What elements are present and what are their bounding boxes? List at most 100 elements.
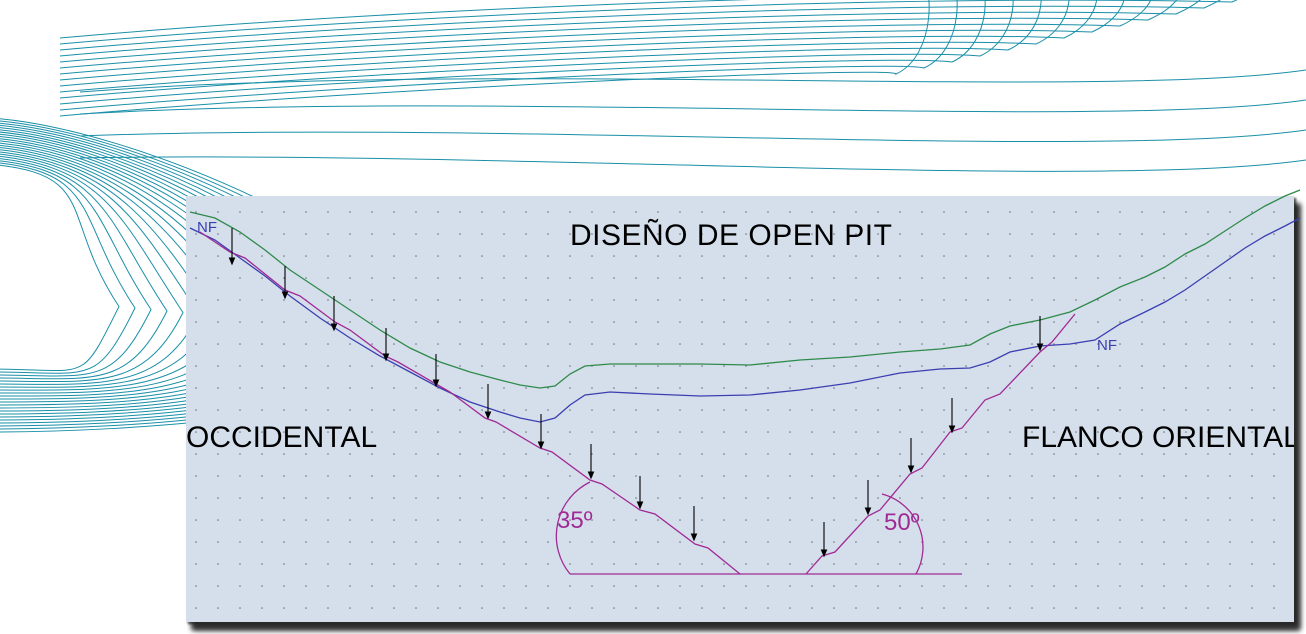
grid-dot [943,211,945,213]
grid-dot [701,563,703,565]
grid-dot [195,541,197,543]
contour-line [59,0,1098,81]
grid-dot [239,519,241,521]
grid-dot [393,563,395,565]
grid-dot [195,343,197,345]
grid-dot [217,563,219,565]
grid-dot [239,475,241,477]
grid-dot [943,321,945,323]
grid-dot [239,541,241,543]
grid-dot [1053,233,1055,235]
grid-dot [261,233,263,235]
grid-dot [261,409,263,411]
grid-dot [393,519,395,521]
grid-dot [767,431,769,433]
grid-dot [679,409,681,411]
contour-line [59,0,1070,87]
grid-dot [217,277,219,279]
grid-dot [789,277,791,279]
grid-dot [767,409,769,411]
grid-dot [1185,343,1187,345]
grid-dot [1009,475,1011,477]
grid-dot [261,211,263,213]
contour-line [79,99,1306,115]
grid-dot [1185,299,1187,301]
grid-dot [811,607,813,609]
grid-dot [525,431,527,433]
grid-dot [569,277,571,279]
grid-dot [1141,365,1143,367]
grid-dot [1009,321,1011,323]
grid-dot [371,497,373,499]
grid-dot [1097,585,1099,587]
grid-dot [635,475,637,477]
grid-dot [437,255,439,257]
grid-dot [195,497,197,499]
grid-dot [1031,409,1033,411]
grid-dot [679,299,681,301]
grid-dot [789,607,791,609]
grid-dot [1273,409,1275,411]
grid-dot [965,277,967,279]
grid-dot [965,453,967,455]
grid-dot [877,541,879,543]
contour-line [0,162,136,374]
grid-dot [1251,365,1253,367]
grid-dot [833,563,835,565]
grid-dot [327,299,329,301]
grid-dot [657,453,659,455]
grid-dot [1031,211,1033,213]
grid-dot [327,365,329,367]
grid-dot [525,475,527,477]
grid-dot [327,409,329,411]
grid-dot [1185,563,1187,565]
grid-dot [921,277,923,279]
grid-dot [261,365,263,367]
grid-dot [987,255,989,257]
grid-dot [283,321,285,323]
grid-dot [943,387,945,389]
grid-dot [701,541,703,543]
grid-dot [283,299,285,301]
grid-dot [591,607,593,609]
grid-dot [987,475,989,477]
grid-dot [437,453,439,455]
grid-dot [943,343,945,345]
grid-dot [1273,211,1275,213]
grid-dot [1229,563,1231,565]
grid-dot [899,541,901,543]
grid-dot [767,475,769,477]
grid-dot [1141,431,1143,433]
grid-dot [1119,233,1121,235]
grid-dot [811,409,813,411]
grid-dot [1119,365,1121,367]
grid-dot [1251,475,1253,477]
grid-dot [1251,607,1253,609]
grid-dot [635,277,637,279]
grid-dot [965,519,967,521]
grid-dot [767,453,769,455]
grid-dot [701,255,703,257]
grid-dot [591,453,593,455]
grid-dot [437,299,439,301]
grid-dot [217,585,219,587]
grid-dot [987,541,989,543]
grid-dot [1141,387,1143,389]
grid-dot [459,299,461,301]
grid-dot [217,343,219,345]
grid-dot [811,299,813,301]
grid-dot [393,387,395,389]
grid-dot [855,541,857,543]
grid-dot [745,277,747,279]
grid-dot [1141,497,1143,499]
grid-dot [701,431,703,433]
grid-dot [1119,497,1121,499]
grid-dot [723,497,725,499]
grid-dot [547,497,549,499]
grid-dot [701,475,703,477]
grid-dot [393,431,395,433]
grid-dot [525,409,527,411]
grid-dot [833,365,835,367]
grid-dot [723,299,725,301]
grid-dot [855,475,857,477]
